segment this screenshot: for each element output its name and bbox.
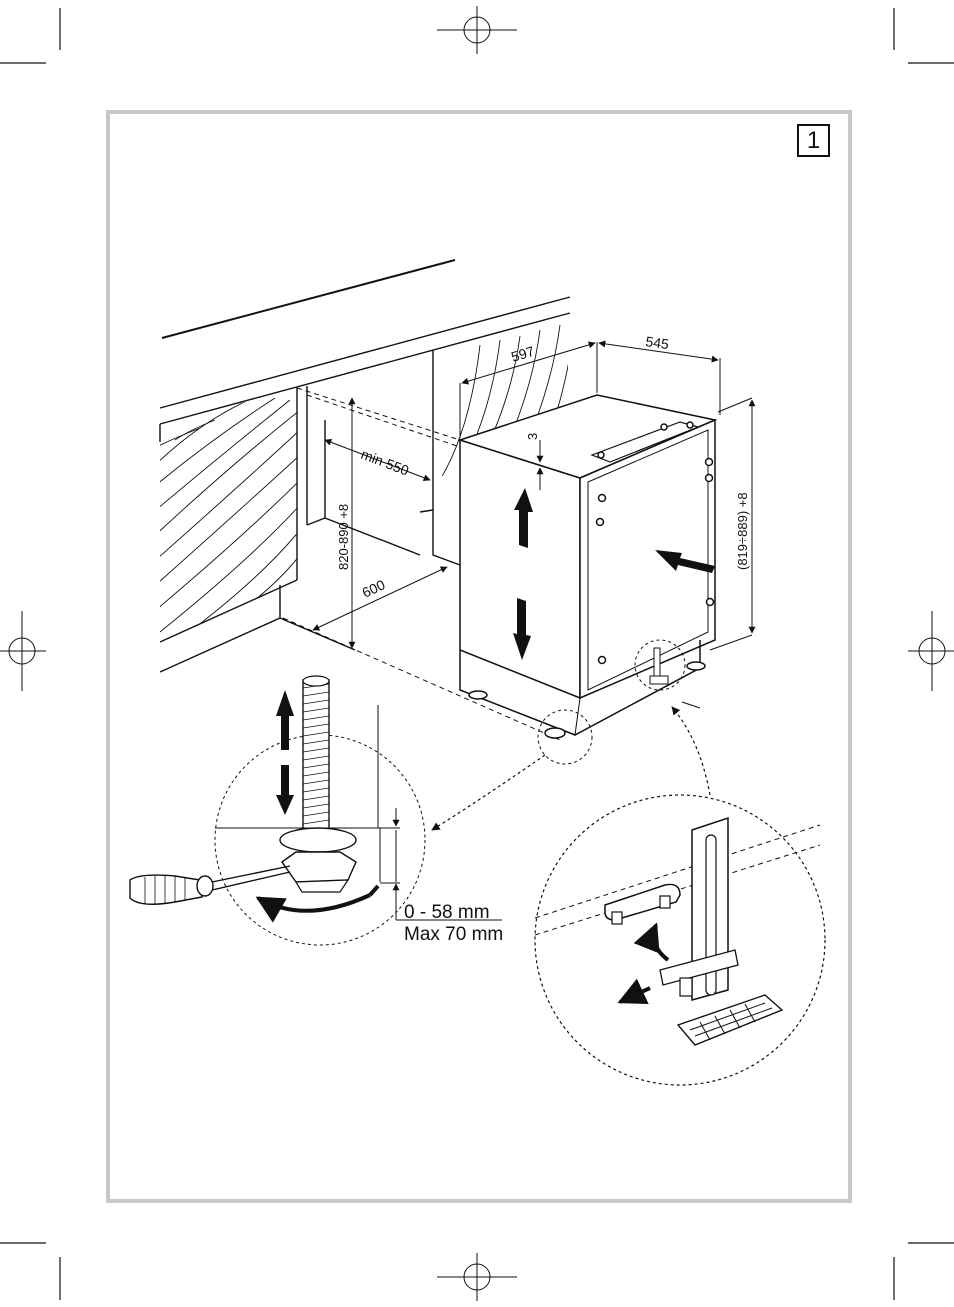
dimension-width: 597 [509,343,536,365]
registration-mark-top [437,6,517,54]
dimension-gap-top: 3 [525,433,540,440]
dimension-depth: 545 [645,333,671,352]
registration-mark-left [0,611,46,691]
foot-adjustment-range: 0 - 58 mm [404,902,490,923]
foot-adjustment-max: Max 70 mm [404,924,504,945]
screwdriver-icon [129,865,291,905]
dimension-niche-height: 820-890 +8 [336,504,351,570]
figure-frame [106,110,852,1203]
dimension-appliance-height: (819÷889) +8 [735,492,750,570]
arrow-icon [513,488,715,660]
registration-mark-bottom [437,1253,517,1301]
registration-mark-right [908,611,954,691]
appliance [457,394,718,739]
wood-grain [160,394,297,642]
dimension-min-depth: min 550 [359,446,411,479]
hinge-detail [534,639,826,1086]
figure-number: 1 [797,124,830,157]
niche-outline [282,387,561,741]
dimension-lines [312,340,756,651]
foot-detail [214,675,593,946]
kitchen-niche [159,259,571,673]
